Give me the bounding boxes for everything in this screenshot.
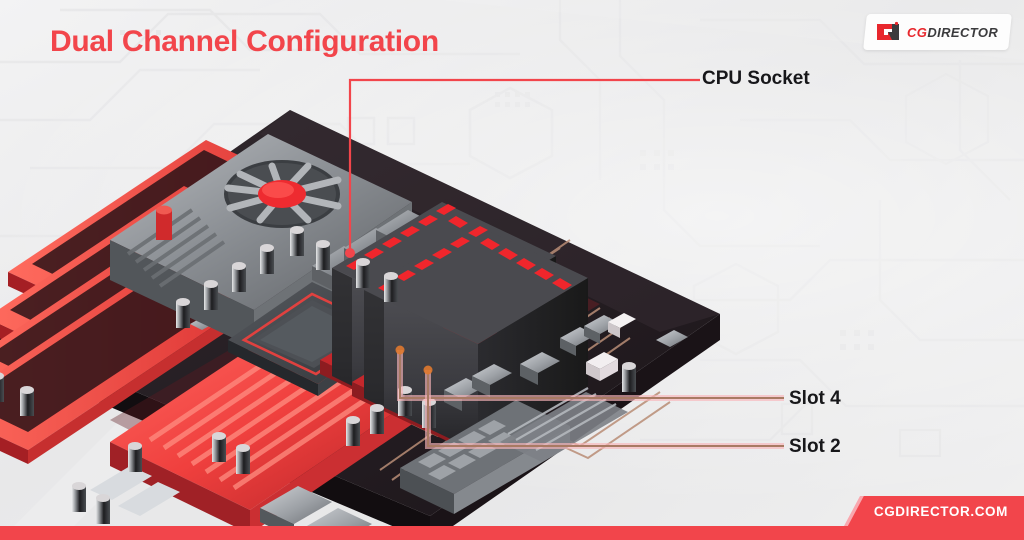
capacitor [212,432,226,462]
capacitor [72,482,86,512]
capacitor [356,258,370,288]
brand-logo-text-cg: CG [907,24,928,40]
capacitor [128,442,142,472]
bottom-accent-bar [0,526,1024,540]
capacitor [232,262,246,292]
callout-label-cpu-socket: CPU Socket [702,68,810,89]
cgdirector-logo-mark [877,21,899,40]
footer-url-banner[interactable]: CGDIRECTOR.COM [847,496,1024,526]
brand-logo-text-director: DIRECTOR [927,24,999,40]
page-title: Dual Channel Configuration [50,25,439,58]
capacitor [622,362,636,392]
capacitor [204,280,218,310]
capacitor-red [156,205,172,240]
motherboard-illustration [0,110,720,540]
capacitor [176,298,190,328]
capacitor [316,240,330,270]
capacitor [422,398,436,428]
capacitor [384,272,398,302]
capacitor [398,386,412,416]
cpu-fan [224,160,342,228]
capacitor [290,226,304,256]
callout-label-slot-2: Slot 2 [789,436,841,457]
capacitor [370,404,384,434]
capacitor [96,494,110,524]
brand-logo[interactable]: CGDIRECTOR [863,14,1012,50]
capacitor [260,244,274,274]
capacitor [20,386,34,416]
brand-logo-text: CGDIRECTOR [907,24,999,40]
pcie-slot [0,278,226,464]
capacitor [0,372,4,402]
capacitor [346,416,360,446]
callout-label-slot-4: Slot 4 [789,388,841,409]
capacitor [236,444,250,474]
